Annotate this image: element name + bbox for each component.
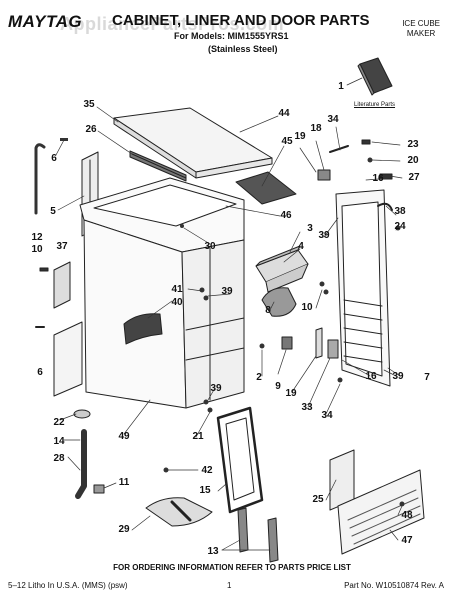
callout-label: 1 (338, 81, 344, 92)
page-number: 1 (227, 581, 232, 590)
bottom-hinge (281, 327, 339, 359)
callout-label: 10 (301, 302, 313, 313)
callout-label: 3 (307, 223, 313, 234)
callout-label: 6 (51, 153, 57, 164)
drain-tube (73, 409, 91, 499)
callout-label: 39 (221, 286, 233, 297)
litho-info: 5–12 Litho In U.S.A. (MMS) (psw) (8, 581, 128, 590)
callout-label: 25 (312, 494, 324, 505)
callout-label: 5 (50, 206, 56, 217)
callout-label: 38 (394, 206, 406, 217)
callout-label: 34 (327, 114, 339, 125)
product-type-line1: ICE CUBE (402, 19, 440, 28)
trim-strip (129, 150, 187, 182)
callout-label: 34 (321, 410, 333, 421)
callout-label: 16 (365, 371, 377, 382)
callout-label: 39 (318, 230, 330, 241)
screws (60, 138, 405, 507)
callout-label: 28 (53, 453, 65, 464)
callout-label: 21 (192, 431, 204, 442)
rear-bracket (39, 261, 71, 309)
callout-label: 7 (424, 372, 430, 383)
hinge-rod (34, 143, 46, 215)
callout-label: 19 (294, 131, 306, 142)
product-type: ICE CUBE MAKER (402, 19, 440, 39)
leveling-leg (93, 484, 105, 494)
callout-label: 11 (118, 477, 130, 488)
callout-label: 42 (201, 465, 213, 476)
variant-line: (Stainless Steel) (208, 44, 278, 54)
callout-label: 12 (31, 232, 43, 243)
callout-label: 22 (53, 417, 65, 428)
callout-label: 4 (298, 241, 304, 252)
page-title: CABINET, LINER AND DOOR PARTS (112, 12, 370, 29)
callout-label: 16 (372, 173, 384, 184)
callout-label: 47 (401, 535, 413, 546)
callout-label: 6 (37, 367, 43, 378)
product-type-line2: MAKER (406, 29, 436, 38)
watermark: AppliancePartsPros.com (60, 14, 285, 34)
callout-label: 46 (280, 210, 292, 221)
callout-label: 39 (392, 371, 404, 382)
callout-label: 27 (408, 172, 420, 183)
callout-label: 24 (394, 221, 406, 232)
door-stops (237, 507, 279, 563)
callout-label: 33 (301, 402, 313, 413)
callout-label: 29 (118, 524, 130, 535)
callout-label: 14 (53, 436, 65, 447)
model-line: For Models: MIM1555YRS1 (174, 31, 289, 41)
literature-parts-label: Literature Parts (354, 102, 396, 108)
callout-label: 37 (56, 241, 68, 252)
callout-label: 44 (278, 108, 290, 119)
callout-label: 9 (275, 381, 281, 392)
grille-panel (337, 469, 425, 555)
part-number: Part No. W10510874 Rev. A (344, 581, 444, 590)
callout-label: 23 (407, 139, 419, 150)
callout-label: 10 (31, 244, 43, 255)
callout-label: 45 (281, 136, 293, 147)
door-liner (335, 189, 391, 387)
literature-booklet (357, 57, 393, 96)
callout-label: 13 (207, 546, 219, 557)
callout-label: 15 (199, 485, 211, 496)
handle (145, 497, 213, 527)
callout-label: 35 (83, 99, 95, 110)
callout-label: 18 (310, 123, 322, 134)
callout-label: 19 (285, 388, 297, 399)
callout-label: 49 (118, 431, 130, 442)
top-panel (113, 107, 273, 179)
callout-label: 39 (210, 383, 222, 394)
deflector (123, 313, 163, 345)
callout-label: 2 (256, 372, 262, 383)
callout-label: 26 (85, 124, 97, 135)
lower-side-panel (35, 321, 83, 397)
cabinet-liner (79, 177, 245, 409)
callout-label: 41 (171, 284, 183, 295)
insulation-pad (235, 171, 297, 205)
ice-chute (255, 245, 309, 293)
callout-label: 8 (265, 305, 271, 316)
leader-lines (55, 77, 403, 551)
brand-logo: MAYTAG (8, 12, 83, 31)
callout-label: 30 (204, 241, 216, 252)
callout-label: 40 (171, 297, 183, 308)
callout-label: 48 (401, 510, 413, 521)
door-gasket (216, 406, 264, 514)
callout-label: 20 (407, 155, 419, 166)
ordering-note: FOR ORDERING INFORMATION REFER TO PARTS … (113, 563, 351, 572)
